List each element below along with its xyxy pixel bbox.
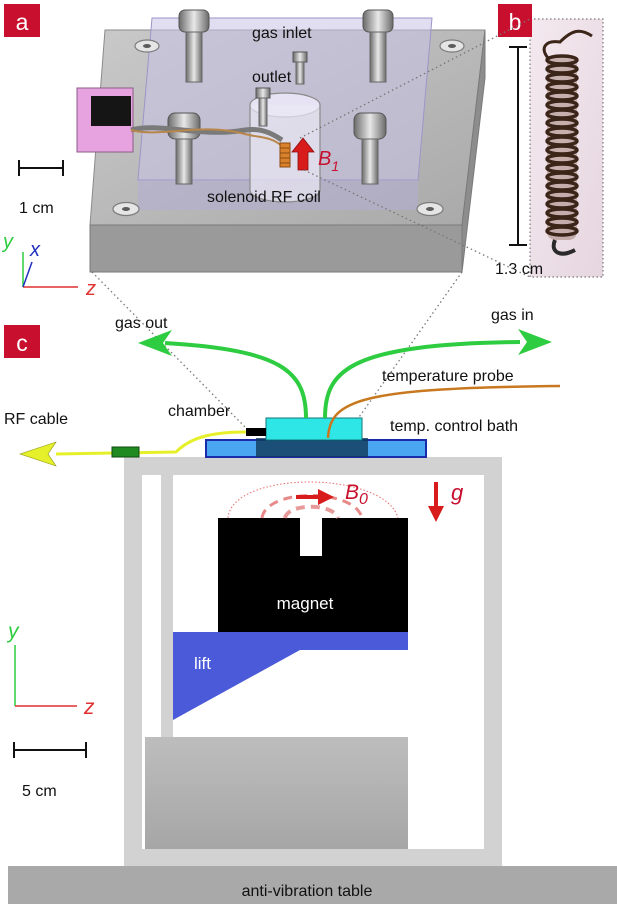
- scale-label-5cm: 5 cm: [22, 783, 57, 800]
- scale-label-1-3cm: 1.3 cm: [495, 261, 543, 278]
- panel-a: a: [1, 4, 486, 300]
- axis-z-label-c: z: [83, 696, 95, 719]
- support-frame: [124, 457, 502, 866]
- thumb-screw-icon: [353, 112, 387, 185]
- axes-a: [22, 252, 78, 288]
- plate-side: [461, 29, 486, 273]
- magnet-label: magnet: [277, 594, 334, 613]
- gas-out-label: gas out: [115, 315, 168, 332]
- gas-out-tube: [164, 341, 308, 419]
- rf-cable-ferrite: [111, 446, 140, 458]
- twisted-cable: [130, 125, 284, 143]
- scale-bar-5cm: [13, 742, 87, 758]
- axis-z-label-a: z: [85, 278, 96, 300]
- panel-a-label: a: [16, 9, 29, 35]
- axes-c: [14, 645, 77, 707]
- thumb-screw-icon: [362, 9, 394, 83]
- gas-in-label: gas in: [491, 307, 534, 324]
- panel-c-label-box: [4, 325, 40, 358]
- inlet-fitting: [255, 87, 271, 127]
- coil-photo-icon: [542, 29, 593, 256]
- scale-label-1cm: 1 cm: [19, 200, 54, 217]
- scale-bar-1-3cm: [509, 46, 527, 246]
- chamber: [265, 417, 363, 441]
- g-label: g: [451, 480, 464, 505]
- zoom-line: [356, 271, 463, 421]
- axis-y-label-c: y: [6, 620, 20, 643]
- panel-c-label: c: [16, 330, 28, 356]
- solenoid-coil-icon: [279, 142, 291, 168]
- panel-b-label-box: [498, 4, 532, 37]
- anti-vibration-table: [8, 866, 617, 904]
- chamber-label: chamber: [168, 403, 231, 420]
- gas-out-arrow-icon: [138, 330, 172, 356]
- rf-cable: [55, 430, 247, 456]
- panel-b-label: b: [509, 9, 522, 35]
- b0-label: B0: [345, 481, 368, 508]
- b1-label: B1: [318, 148, 339, 174]
- frame-base-block: [145, 737, 408, 849]
- gas-in-arrow-icon: [518, 329, 552, 355]
- zoom-line: [91, 271, 247, 429]
- magnet: [218, 518, 408, 632]
- temp-control-bath-label: temp. control bath: [390, 418, 518, 435]
- rf-cable-arrow-icon: [19, 441, 57, 467]
- gas-inlet-label: gas inlet: [252, 25, 312, 42]
- panel-b: b 1.3 cm: [299, 4, 604, 278]
- thumb-screw-icon: [178, 9, 210, 83]
- panel-c: c anti-vibration table lift magnet B0: [4, 307, 617, 904]
- plate-front: [89, 224, 463, 273]
- anti-vibration-table-label: anti-vibration table: [242, 883, 373, 900]
- lift: [173, 632, 408, 720]
- zoom-line: [303, 169, 531, 278]
- solenoid-rf-coil-label: solenoid RF coil: [207, 189, 321, 206]
- temperature-probe-label: temperature probe: [382, 368, 514, 385]
- gas-in-tube: [323, 340, 521, 419]
- rf-cable-label: RF cable: [4, 411, 68, 428]
- temperature-probe-cable: [326, 384, 561, 439]
- axis-y-label-a: y: [1, 231, 14, 253]
- b1-arrow-icon: [291, 137, 315, 171]
- panel-a-label-box: [4, 4, 40, 37]
- field-lines: [227, 481, 399, 520]
- outlet-fitting: [292, 51, 308, 85]
- scale-bar-1cm: [18, 160, 64, 176]
- lift-label: lift: [194, 654, 211, 673]
- axis-x-label-a: x: [29, 239, 41, 261]
- outlet-label: outlet: [252, 69, 292, 86]
